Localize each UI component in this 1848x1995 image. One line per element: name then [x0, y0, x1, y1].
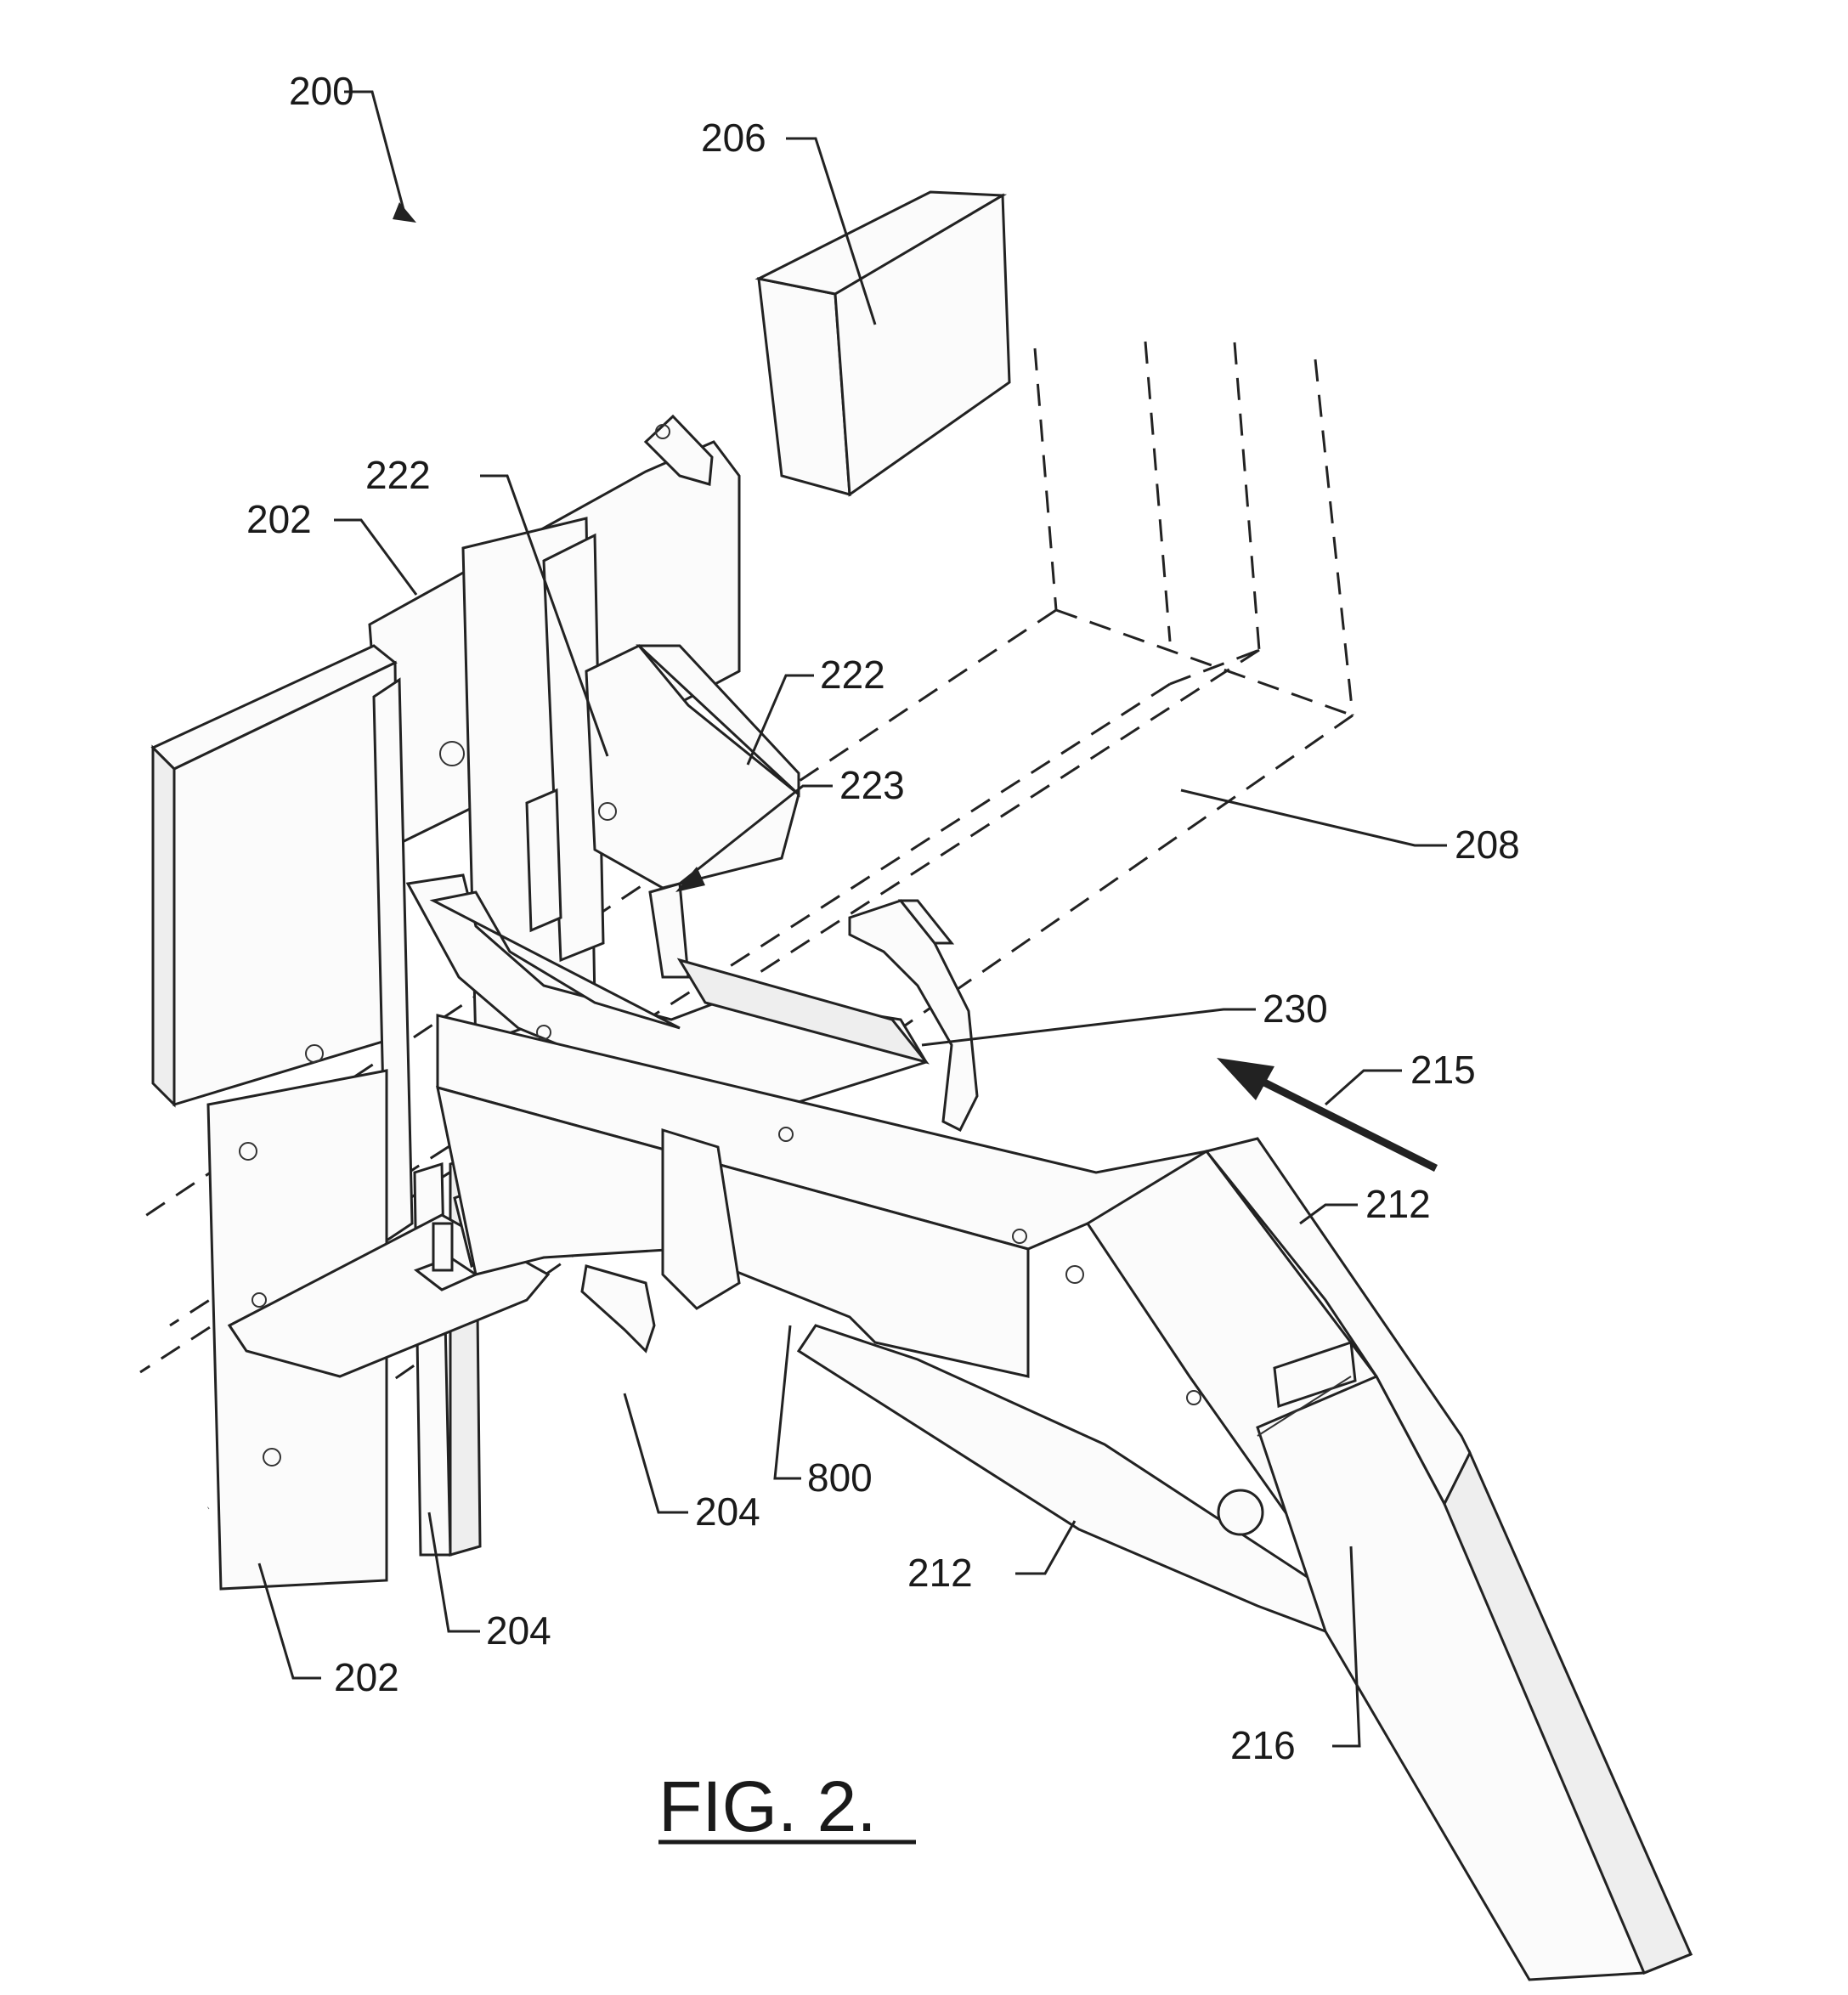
label-202-bottom: 202: [334, 1655, 399, 1699]
arm-212: [436, 1014, 1378, 1634]
label-222-right: 222: [820, 653, 885, 697]
label-202-top: 202: [246, 497, 312, 541]
left-housing: [150, 644, 401, 1108]
label-206: 206: [701, 116, 766, 160]
label-223: 223: [839, 763, 905, 807]
leader-lines: [257, 90, 1447, 1748]
bracket-222: [439, 517, 800, 1048]
label-216: 216: [1230, 1723, 1296, 1767]
box-206: [754, 190, 1011, 497]
label-204-left: 204: [486, 1608, 551, 1653]
arrow-215: [1217, 1058, 1438, 1173]
label-800: 800: [807, 1455, 873, 1500]
label-200: 200: [289, 69, 354, 113]
label-222-top: 222: [365, 453, 431, 497]
hook-230: [848, 899, 979, 1133]
extension-216: [1204, 1137, 1693, 1981]
caption-text: FIG. 2.: [658, 1766, 877, 1846]
figure-caption: FIG. 2.: [658, 1766, 916, 1846]
label-212-bottom: 212: [907, 1551, 973, 1595]
label-230: 230: [1263, 986, 1328, 1031]
label-215: 215: [1410, 1048, 1476, 1092]
reference-numerals: 200 206 222 202 222 223 208 230 215 212 …: [246, 69, 1520, 1767]
label-208: 208: [1455, 822, 1520, 867]
label-212-right: 212: [1365, 1182, 1431, 1226]
tray-rail: [405, 873, 930, 1106]
label-204-center: 204: [695, 1489, 760, 1534]
